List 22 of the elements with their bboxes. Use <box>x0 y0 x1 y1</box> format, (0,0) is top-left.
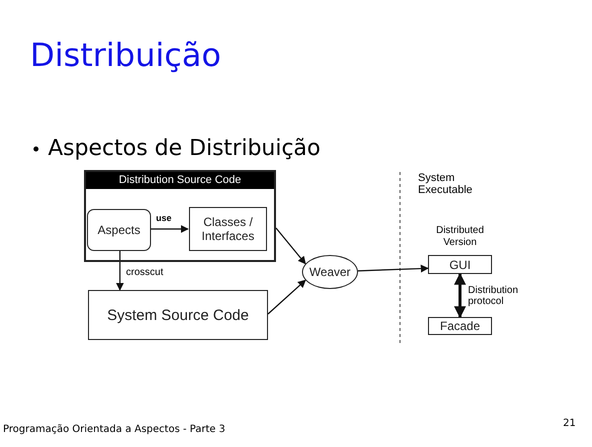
module-box: Aspects <box>87 209 151 251</box>
process-box: System Source Code <box>88 290 268 340</box>
process-ellipse: Weaver <box>302 255 358 289</box>
section-label: System Executable <box>418 172 474 196</box>
arrow <box>150 225 189 233</box>
arrow <box>454 272 466 318</box>
arrow <box>276 228 306 264</box>
page-number: 21 <box>563 418 576 429</box>
edge-label: crosscut <box>126 267 164 278</box>
process-box: Facade <box>428 317 492 335</box>
process-box: GUI <box>428 255 492 274</box>
process-box: Classes / Interfaces <box>189 207 267 251</box>
footer-text: Programação Orientada a Aspectos - Parte 3 <box>3 424 226 435</box>
bullet-point: Aspectos de Distribuição <box>48 136 320 161</box>
slide-title: Distribuição <box>30 36 222 74</box>
arrow <box>116 250 124 291</box>
arrow <box>268 280 306 314</box>
arrow <box>358 264 429 273</box>
header-bar: Distribution Source Code <box>86 172 274 189</box>
container-box <box>84 170 276 262</box>
node-caption: Distributed Version <box>435 225 485 248</box>
edge-label: use <box>156 214 172 224</box>
